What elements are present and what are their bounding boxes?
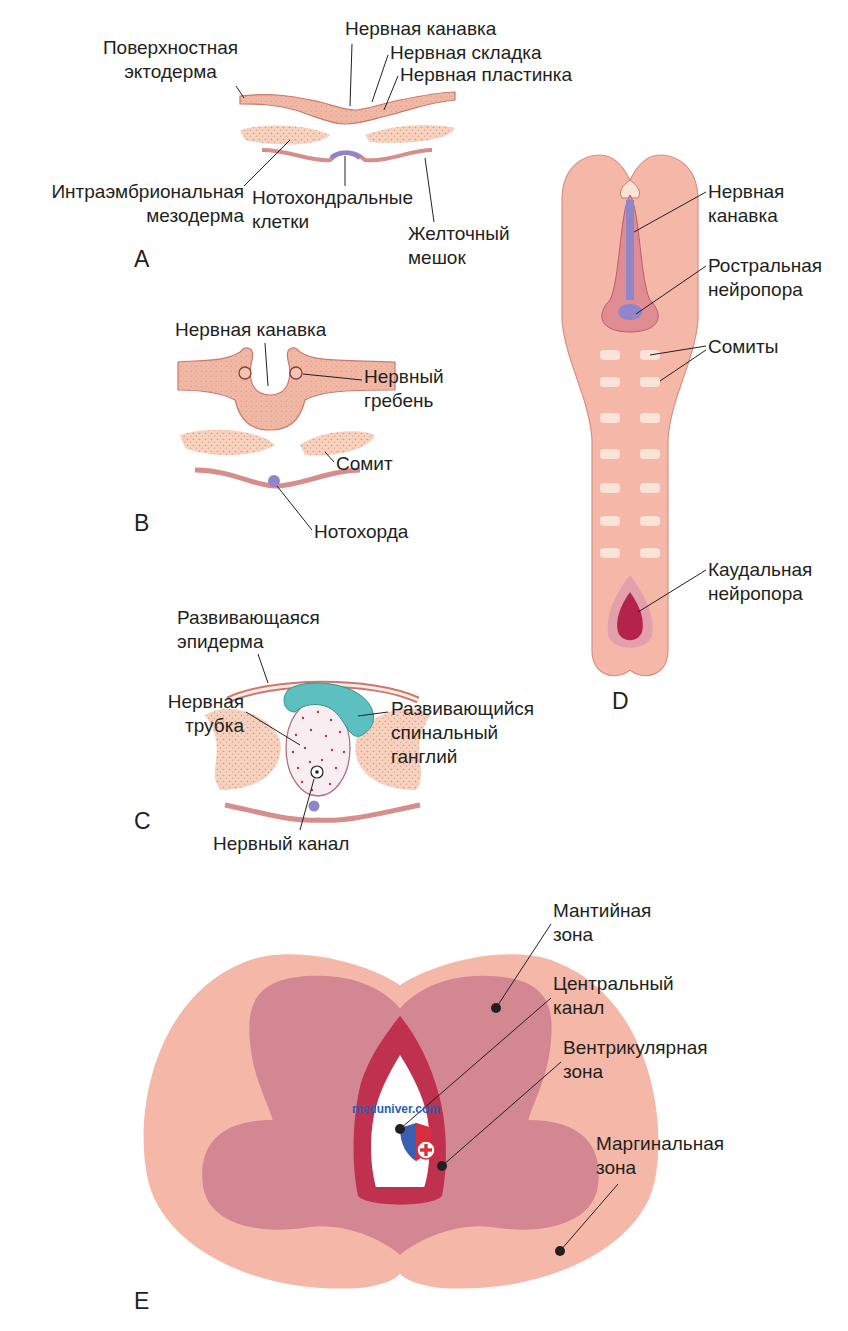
neural-canal [315, 770, 319, 774]
endoderm [225, 805, 420, 820]
part-label: Вентрикулярная зона [563, 1036, 743, 1084]
part-label: Развивающаяся эпидерма [177, 606, 377, 654]
part-label: Нотохорда [314, 520, 454, 544]
yolk-sac [262, 150, 432, 160]
part-label: Нервная складка [390, 41, 590, 65]
neural-groove [178, 348, 395, 430]
part-label: Нервная канавка [175, 318, 375, 342]
part-label: Сомиты [708, 335, 808, 359]
part-label: Развивающийся спинальный ганглий [391, 697, 569, 769]
mesoderm [365, 125, 455, 143]
part-label: Ростральная нейропора [708, 254, 844, 302]
part-label: Сомит [336, 452, 426, 476]
somite [180, 430, 275, 455]
part-label: Нервная трубка [148, 690, 244, 738]
neural-crest [239, 367, 251, 379]
part-label: Нервный гребень [364, 365, 474, 413]
leader-lines [246, 654, 388, 830]
part-label: Желточный мешок [408, 222, 543, 270]
spinal-ganglion [284, 683, 373, 736]
watermark-shield [400, 1123, 435, 1161]
central-canal [371, 1055, 430, 1187]
part-label: Мантийная зона [553, 899, 683, 947]
mantle-zone [202, 976, 599, 1255]
part-label: Нервный канал [213, 832, 403, 856]
notochord [268, 475, 280, 487]
neural-groove [626, 200, 634, 300]
endoderm [195, 470, 360, 486]
somites [600, 350, 660, 558]
caudal-neuropore [617, 592, 643, 640]
panel-letter: D [612, 688, 642, 714]
neural-canal [311, 766, 323, 778]
mesoderm [240, 125, 330, 144]
part-label: Нервная канавка [345, 17, 535, 41]
part-label: Маргинальная зона [596, 1132, 761, 1180]
part-label: Нервная канавка [708, 180, 820, 228]
panel-letter: E [134, 1288, 164, 1314]
notochord [309, 801, 320, 812]
panel-d-figure [562, 155, 706, 676]
neural-plate [240, 92, 455, 124]
panel-letter: A [134, 246, 164, 272]
part-label: Нервная пластинка [400, 63, 615, 87]
part-label: Каудальная нейропора [708, 558, 844, 606]
part-label: Поверхностная эктодерма [88, 36, 253, 84]
watermark: meduniver.com [352, 1102, 452, 1116]
part-label: Интраэмбриональная мезодерма [26, 180, 244, 228]
neural-folds [602, 195, 658, 332]
leader-lines [265, 343, 362, 530]
panel-letter: C [134, 808, 164, 834]
part-label: Центральный канал [553, 972, 688, 1020]
somite [300, 431, 375, 455]
panel-b-figure [178, 343, 395, 530]
leader-dots [395, 1003, 565, 1256]
embryo-body [562, 155, 698, 676]
neural-crest [290, 367, 302, 379]
caudal-neuropore-rim [607, 575, 652, 648]
neural-tube-cells [292, 711, 345, 791]
leader-lines [634, 192, 706, 612]
panel-letter: B [134, 510, 164, 536]
